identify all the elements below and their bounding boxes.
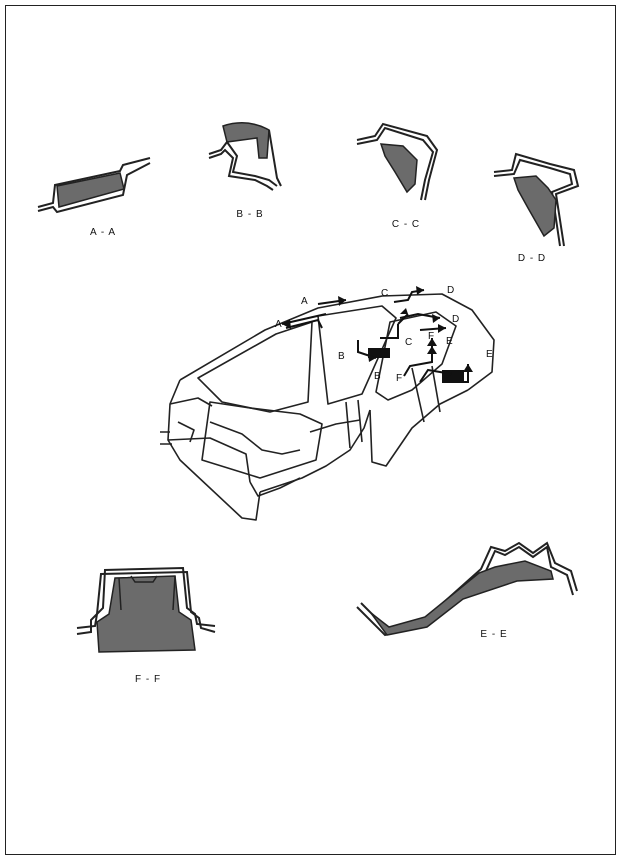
cut-label-b-lower: B <box>374 371 381 382</box>
section-c-c-label: C - C <box>391 219 421 230</box>
cut-label-e-lower: E <box>486 349 493 360</box>
section-d-d-label: D - D <box>517 253 547 264</box>
cut-label-a-lower: A <box>275 319 282 330</box>
section-f-f-label: F - F <box>134 674 162 685</box>
section-a-a-diagram <box>35 155 155 220</box>
section-f-f-diagram <box>75 566 220 666</box>
cut-label-f-upper: F <box>428 331 435 342</box>
section-d-d-diagram <box>492 150 582 250</box>
section-c-c-diagram <box>355 118 445 203</box>
cut-label-d-upper: D <box>447 285 455 296</box>
cut-label-d-lower: D <box>452 314 460 325</box>
cut-label-a-upper: A <box>301 296 308 307</box>
section-e-e-label: E - E <box>480 629 508 640</box>
cut-label-f-lower: F <box>396 373 403 384</box>
page-frame <box>5 5 616 855</box>
cut-label-b-upper: B <box>338 351 345 362</box>
body-shell-diagram: A A B B C C D D E E F F <box>150 282 500 532</box>
section-a-a-label: A - A <box>89 227 117 238</box>
section-b-b-diagram <box>207 120 287 192</box>
section-b-b-label: B - B <box>236 209 264 220</box>
cut-label-c-lower: C <box>405 337 413 348</box>
section-e-e-diagram <box>355 541 580 643</box>
cut-label-e-upper: E <box>446 336 453 347</box>
cut-label-c-upper: C <box>381 288 389 299</box>
